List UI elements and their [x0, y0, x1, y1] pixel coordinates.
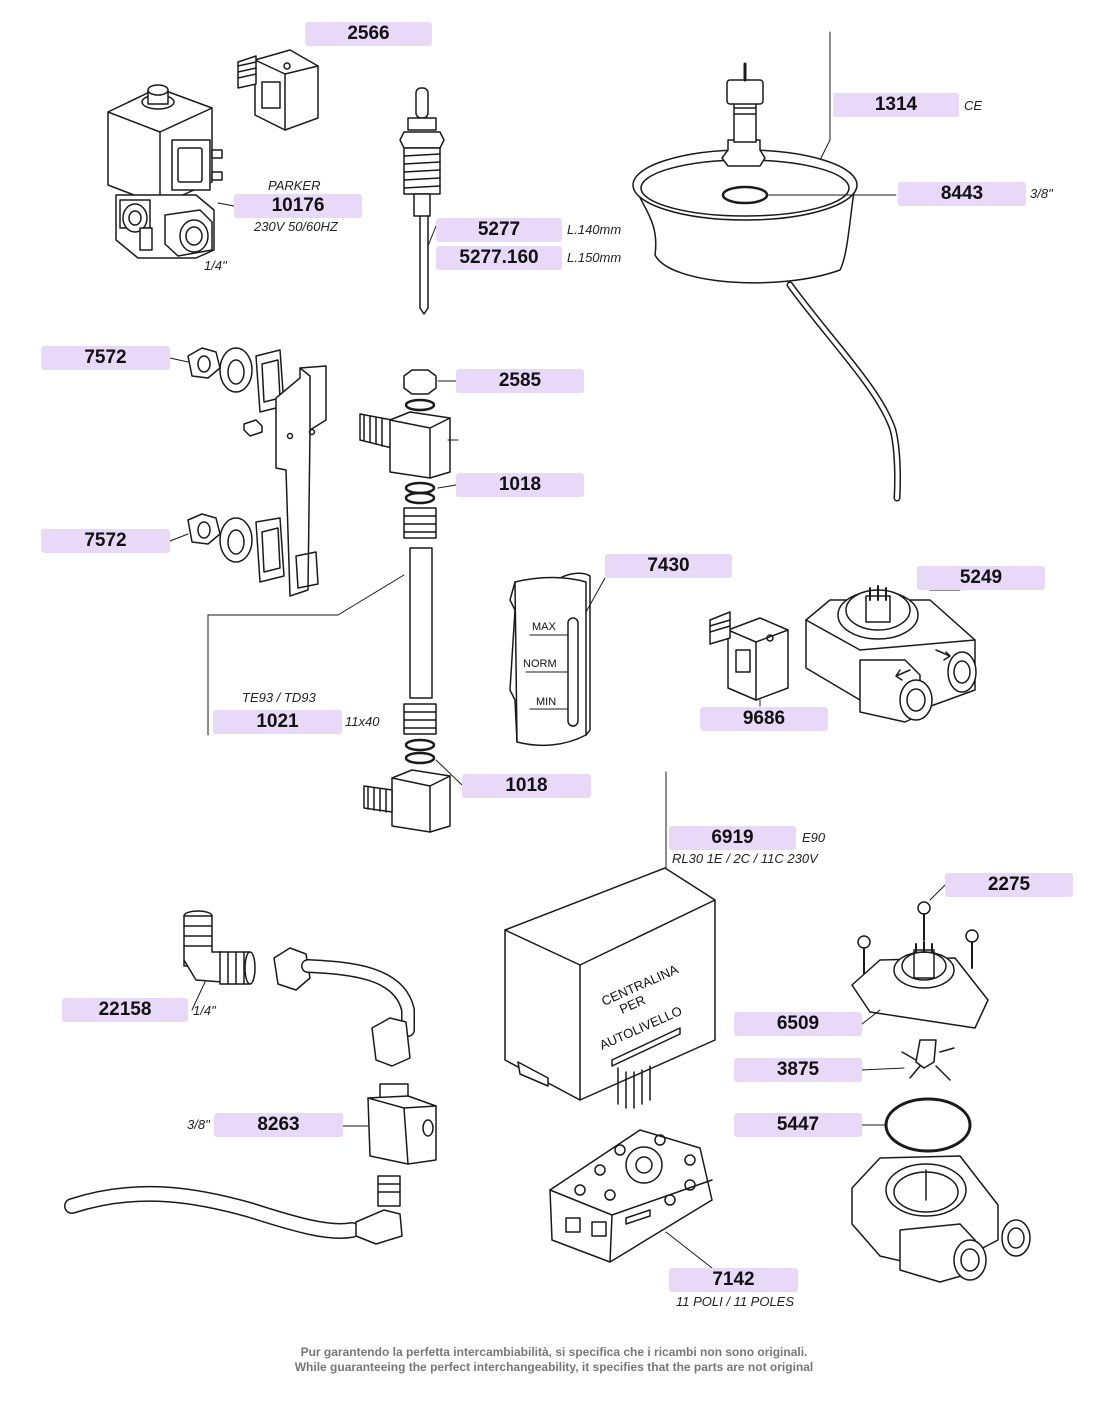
flowmeter-parts-drawing — [851, 884, 1031, 1283]
part-10176-label: 10176 — [234, 194, 362, 218]
hose-fittings-drawing — [64, 947, 437, 1245]
leader-lines — [169, 194, 905, 1127]
part-3875-label: 3875 — [734, 1058, 862, 1082]
gauge-min-label: MIN — [536, 696, 556, 708]
gauge-max-label: MAX — [532, 621, 557, 633]
footer-disclaimer-it: Pur garantendo la perfetta intercambiabi… — [300, 1345, 808, 1359]
part-5249-label: 5249 — [917, 566, 1045, 590]
part-2275-label: 2275 — [945, 873, 1073, 897]
part-7142-poles-note: 11 POLI / 11 POLES — [676, 1294, 795, 1309]
part-8263-thread-note: 3/8" — [187, 1117, 210, 1132]
bracket-gasket-drawing — [187, 347, 405, 736]
connector-drawing — [237, 49, 319, 131]
sight-tube-drawing — [359, 369, 459, 833]
gauge-norm-label: NORM — [523, 658, 557, 670]
part-8263-label: 8263 — [214, 1113, 343, 1137]
part-5277-160-label: 5277.160 — [436, 246, 562, 270]
part-8443-label: 8443 — [898, 182, 1026, 206]
part-5277-label: 5277 — [436, 218, 562, 242]
part-7572-top-label: 7572 — [41, 346, 170, 370]
part-9686-label: 9686 — [700, 707, 828, 731]
part-10176-voltage-note: 230V 50/60HZ — [254, 219, 338, 234]
relay-box-drawing: CENTRALINA PER AUTOLIVELLO — [504, 771, 716, 1109]
part-6919-label: 6919 — [669, 826, 796, 850]
part-6509-label: 6509 — [734, 1012, 862, 1036]
part-1018-top-label: 1018 — [456, 473, 584, 497]
footer-disclaimer-en: While guaranteeing the perfect interchan… — [294, 1360, 814, 1374]
part-6919-spec-note: RL30 1E / 2C / 11C 230V — [672, 851, 818, 866]
part-10176-thread-note: 1/4" — [204, 258, 227, 273]
part-2566-label: 2566 — [305, 22, 432, 46]
level-probe-drawing — [399, 87, 445, 315]
elbow-fitting-drawing — [183, 910, 256, 1011]
part-1314-label: 1314 — [833, 93, 959, 117]
solenoid-valve-drawing — [107, 84, 223, 259]
part-6919-model-note: E90 — [802, 830, 826, 845]
part-1021-model-note: TE93 / TD93 — [242, 690, 316, 705]
float-tank-drawing — [632, 31, 902, 502]
part-22158-label: 22158 — [62, 998, 188, 1022]
part-5277-length-note: L.140mm — [567, 222, 622, 237]
sight-guard-drawing — [509, 572, 606, 747]
part-1021-label: 1021 — [213, 710, 342, 734]
part-7142-label: 7142 — [669, 1268, 798, 1292]
part-8443-thread-note: 3/8" — [1030, 186, 1053, 201]
part-7430-label: 7430 — [605, 554, 732, 578]
flowmeter-drawing — [709, 585, 977, 723]
part-1018-bottom-label: 1018 — [462, 774, 591, 798]
part-1314-ce-note: CE — [964, 98, 983, 113]
part-7572-bottom-label: 7572 — [41, 529, 170, 553]
part-2585-label: 2585 — [456, 369, 584, 393]
part-5447-label: 5447 — [734, 1113, 862, 1137]
part-1021-size-note: 11x40 — [345, 714, 380, 729]
part-5277-160-length-note: L.150mm — [567, 250, 622, 265]
part-10176-brand-note: PARKER — [268, 178, 321, 193]
part-22158-thread-note: 1/4" — [193, 1003, 216, 1018]
socket-base-drawing — [549, 1129, 713, 1269]
